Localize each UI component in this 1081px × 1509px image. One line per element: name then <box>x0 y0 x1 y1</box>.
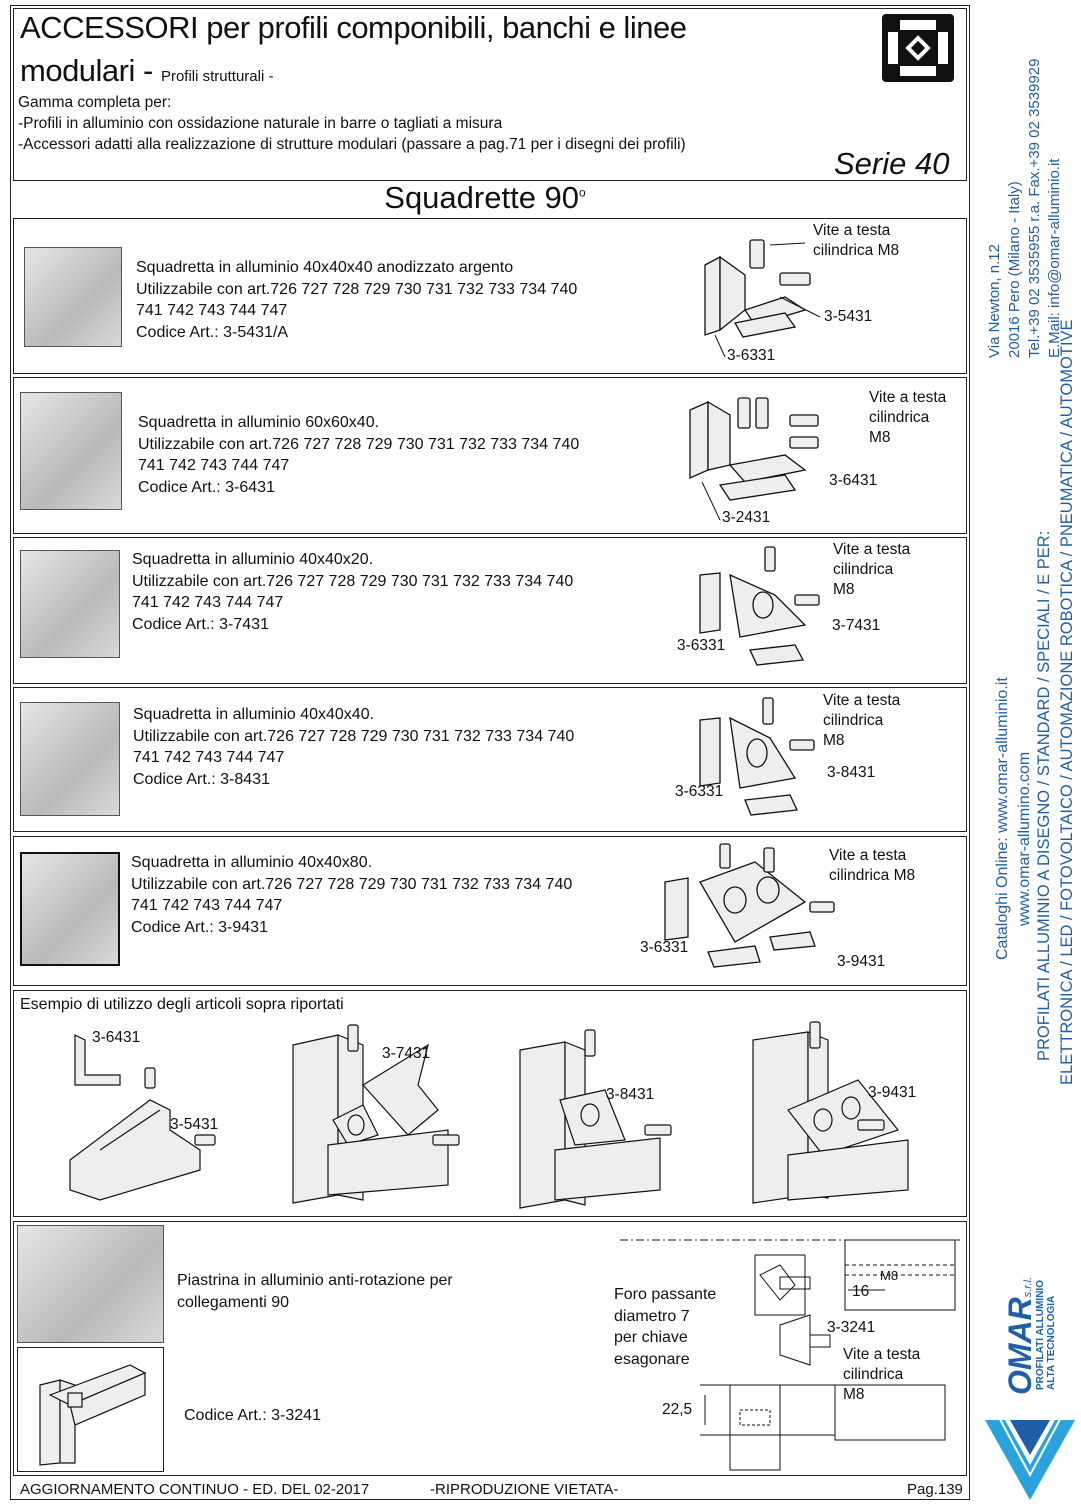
piastrina-desc: Piastrina in alluminio anti-rotazione pe… <box>177 1272 453 1311</box>
piastrina-assembly-drawing <box>39 1364 147 1466</box>
product-drawing-1 <box>704 239 821 358</box>
example-drawing-3 <box>519 1029 672 1209</box>
tech-label-m8: M8 <box>880 1268 899 1283</box>
section-title: Squadrette 90o <box>384 180 586 215</box>
product-row-5 <box>13 836 967 986</box>
product-desc-2: Squadretta in alluminio 60x60x40.Utilizz… <box>138 414 580 496</box>
label-code-1b: 3-6331 <box>727 347 776 364</box>
page-title: ACCESSORI per profili componibili, banch… <box>20 10 687 45</box>
label-code-2a: 3-6431 <box>829 472 878 489</box>
product-photo-3 <box>20 550 120 658</box>
example-drawing-1 <box>69 1034 216 1201</box>
page-title-line2: modulari - Profili strutturali - <box>20 53 274 88</box>
tech-label-code: 3-3241 <box>827 1319 876 1336</box>
piastrina-section <box>13 1221 967 1476</box>
footer-right: Pag.139 <box>907 1481 963 1498</box>
label-code-3a: 3-7431 <box>832 617 881 634</box>
example-label-5: 3-9431 <box>868 1084 917 1101</box>
label-code-5b: 3-9431 <box>837 953 886 970</box>
omar-logo-icon <box>985 1409 1075 1500</box>
omar-brand-logo: OMARs.r.l. <box>1002 1276 1038 1395</box>
header-box <box>13 8 967 181</box>
product-drawing-5 <box>664 843 835 968</box>
label-code-4b: 3-6331 <box>675 783 724 800</box>
product-row-2 <box>13 377 967 534</box>
example-title: Esempio di utilizzo degli articoli sopra… <box>20 996 344 1013</box>
tech-label-225: 22,5 <box>662 1401 693 1418</box>
product-row-4 <box>13 687 967 832</box>
product-photo-5 <box>20 852 120 966</box>
label-code-1a: 3-5431 <box>824 308 873 325</box>
product-desc-4: Squadretta in alluminio 40x40x40.Utilizz… <box>133 706 575 788</box>
piastrina-code: Codice Art.: 3-3241 <box>184 1407 321 1424</box>
product-row-1 <box>13 218 967 374</box>
piastrina-tech-drawing <box>620 1239 960 1471</box>
product-drawing-4 <box>699 697 815 816</box>
example-label-4: 3-8431 <box>606 1086 655 1103</box>
label-code-4a: 3-8431 <box>827 764 876 781</box>
product-photo-4 <box>20 702 120 816</box>
serie-label: Serie 40 <box>834 146 950 181</box>
label-code-2b: 3-2431 <box>722 509 771 526</box>
product-drawing-3 <box>699 546 820 666</box>
product-photo-2 <box>20 392 122 510</box>
footer-center: -RIPRODUZIONE VIETATA- <box>430 1481 619 1498</box>
example-label-1: 3-6431 <box>92 1029 141 1046</box>
example-label-2: 3-5431 <box>170 1116 219 1133</box>
footer-left: AGGIORNAMENTO CONTINUO - ED. DEL 02-2017 <box>20 1481 370 1498</box>
intro-text: Gamma completa per: -Profili in allumini… <box>18 94 686 153</box>
product-photo-1 <box>24 247 122 347</box>
product-drawing-2 <box>689 397 819 521</box>
tech-label-16: 16 <box>852 1283 870 1300</box>
example-drawing-2 <box>292 1024 460 1204</box>
page-frame <box>10 5 970 1500</box>
profile-cross-section-icon <box>882 14 954 82</box>
piastrina-photo <box>17 1225 164 1343</box>
product-desc-5: Squadretta in alluminio 40x40x80.Utilizz… <box>131 854 573 936</box>
product-desc-1: Squadretta in alluminio 40x40x40 anodizz… <box>136 259 578 341</box>
example-drawing-4 <box>752 1021 909 1204</box>
product-row-3 <box>13 537 967 684</box>
sidebar-tagline: PROFILATI ALLUMINIO A DISEGNO / STANDARD… <box>1035 319 1076 1085</box>
example-label-3: 3-7431 <box>382 1045 431 1062</box>
label-code-3b: 3-6331 <box>677 637 726 654</box>
label-code-5a: 3-6331 <box>640 939 689 956</box>
product-desc-3: Squadretta in alluminio 40x40x20.Utilizz… <box>132 551 574 633</box>
